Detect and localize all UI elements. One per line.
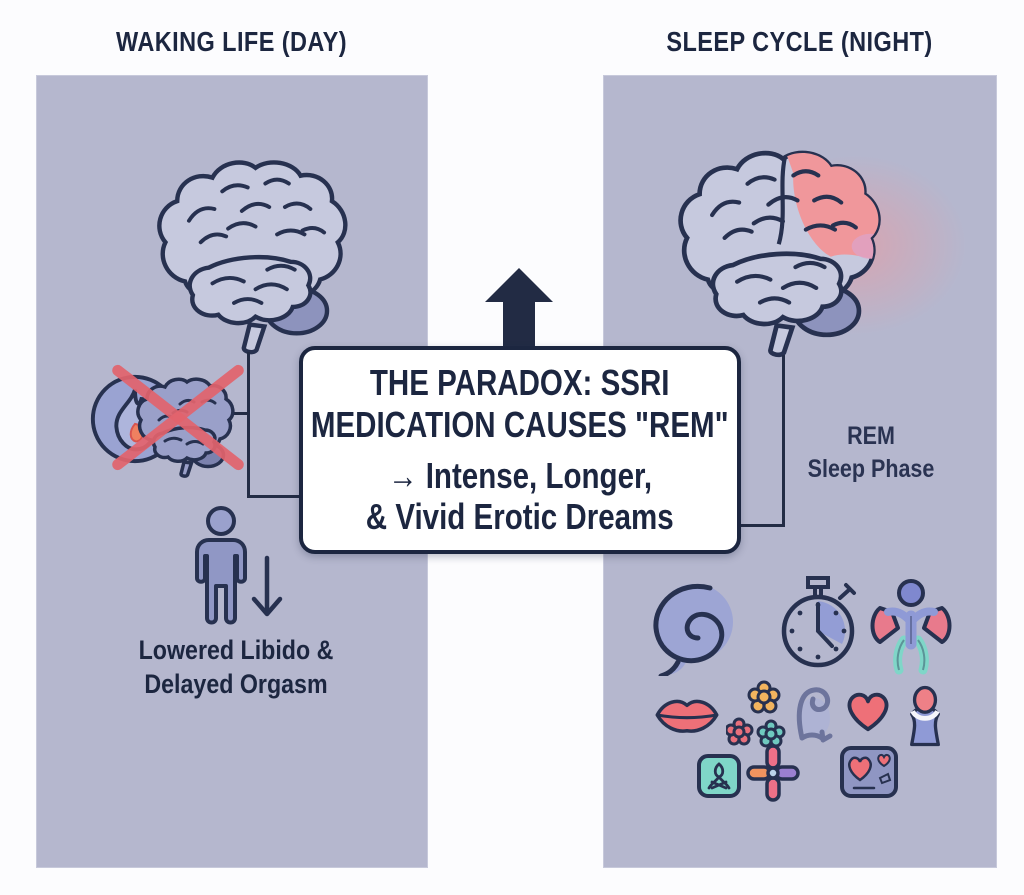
- right-connector-to-box: [740, 524, 785, 527]
- caption-line-1: Lowered Libido &: [138, 635, 334, 665]
- down-arrow-icon: [248, 552, 286, 626]
- paradox-line-1: THE PARADOX: SSRI: [370, 362, 670, 403]
- rem-sleep-phase-label: REM Sleep Phase: [793, 420, 949, 485]
- loop-arrow-icon: [792, 682, 836, 744]
- paradox-line-3: → Intense, Longer,: [387, 454, 653, 496]
- flower-cluster-icon: [726, 680, 786, 748]
- lowered-libido-caption: Lowered Libido & Delayed Orgasm: [46, 634, 426, 702]
- up-arrow-icon: [485, 268, 553, 302]
- rem-label-line-2: Sleep Phase: [807, 454, 935, 483]
- left-connector-to-box: [247, 495, 302, 498]
- brain-rem-icon: [660, 142, 910, 361]
- teal-badge-icon: [697, 754, 741, 798]
- right-connector-vertical: [782, 355, 785, 527]
- heart-icon: [844, 688, 892, 734]
- love-card-icon: [840, 746, 898, 798]
- caption-line-2: Delayed Orgasm: [144, 668, 328, 699]
- paradox-callout-box: THE PARADOX: SSRI MEDICATION CAUSES "REM…: [299, 346, 741, 554]
- brain-icon: [140, 152, 375, 358]
- rem-label-line-1: REM: [847, 422, 895, 450]
- red-cross-out-icon: [104, 356, 252, 478]
- left-panel-title: WAKING LIFE (DAY): [36, 26, 428, 58]
- right-panel-title-text: SLEEP CYCLE (NIGHT): [666, 26, 934, 57]
- dream-swirl-icon: [646, 578, 748, 676]
- lips-icon: [652, 688, 722, 742]
- left-panel-title-text: WAKING LIFE (DAY): [116, 26, 348, 57]
- stopwatch-icon: [772, 576, 864, 673]
- right-panel-title: SLEEP CYCLE (NIGHT): [603, 26, 997, 58]
- bone-cross-icon: [746, 744, 800, 802]
- paradox-line-2: MEDICATION CAUSES "REM": [311, 403, 729, 445]
- person-icon: [182, 506, 260, 628]
- head-shoulders-icon: [906, 684, 944, 748]
- left-connector-vertical: [247, 352, 250, 498]
- winged-person-icon: [866, 578, 956, 675]
- paradox-line-4: & Vivid Erotic Dreams: [366, 496, 674, 538]
- up-arrow-shaft: [503, 300, 535, 347]
